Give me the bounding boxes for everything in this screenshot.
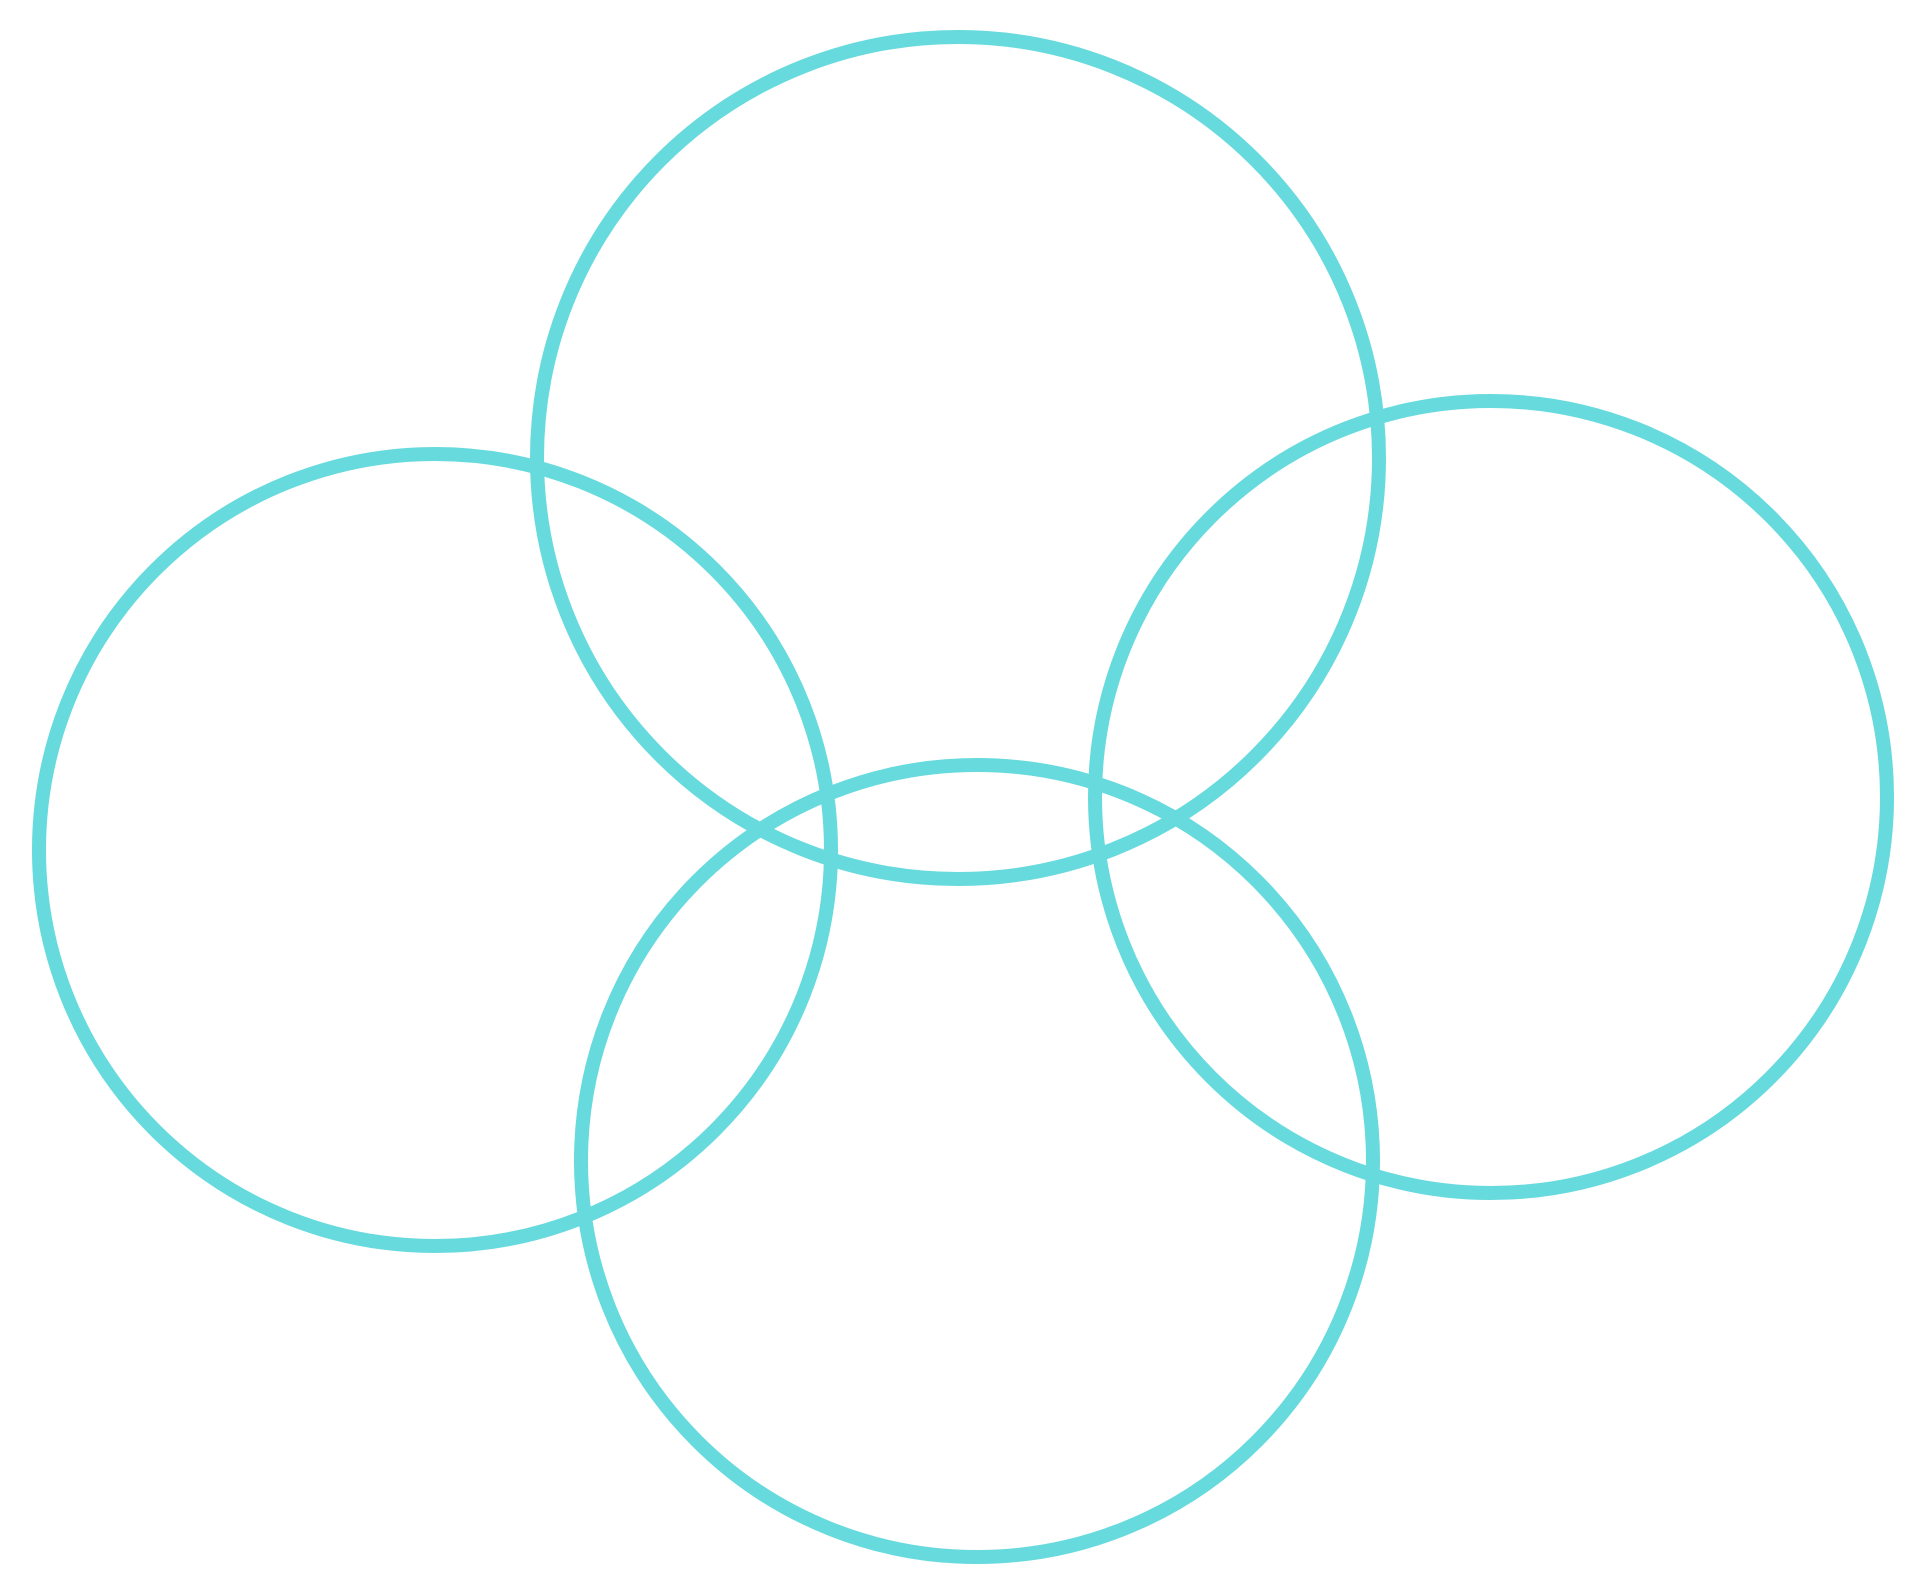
circle-left <box>32 447 838 1253</box>
circle-top <box>530 30 1386 886</box>
circle-bottom <box>574 758 1380 1564</box>
circle-right <box>1088 394 1894 1200</box>
